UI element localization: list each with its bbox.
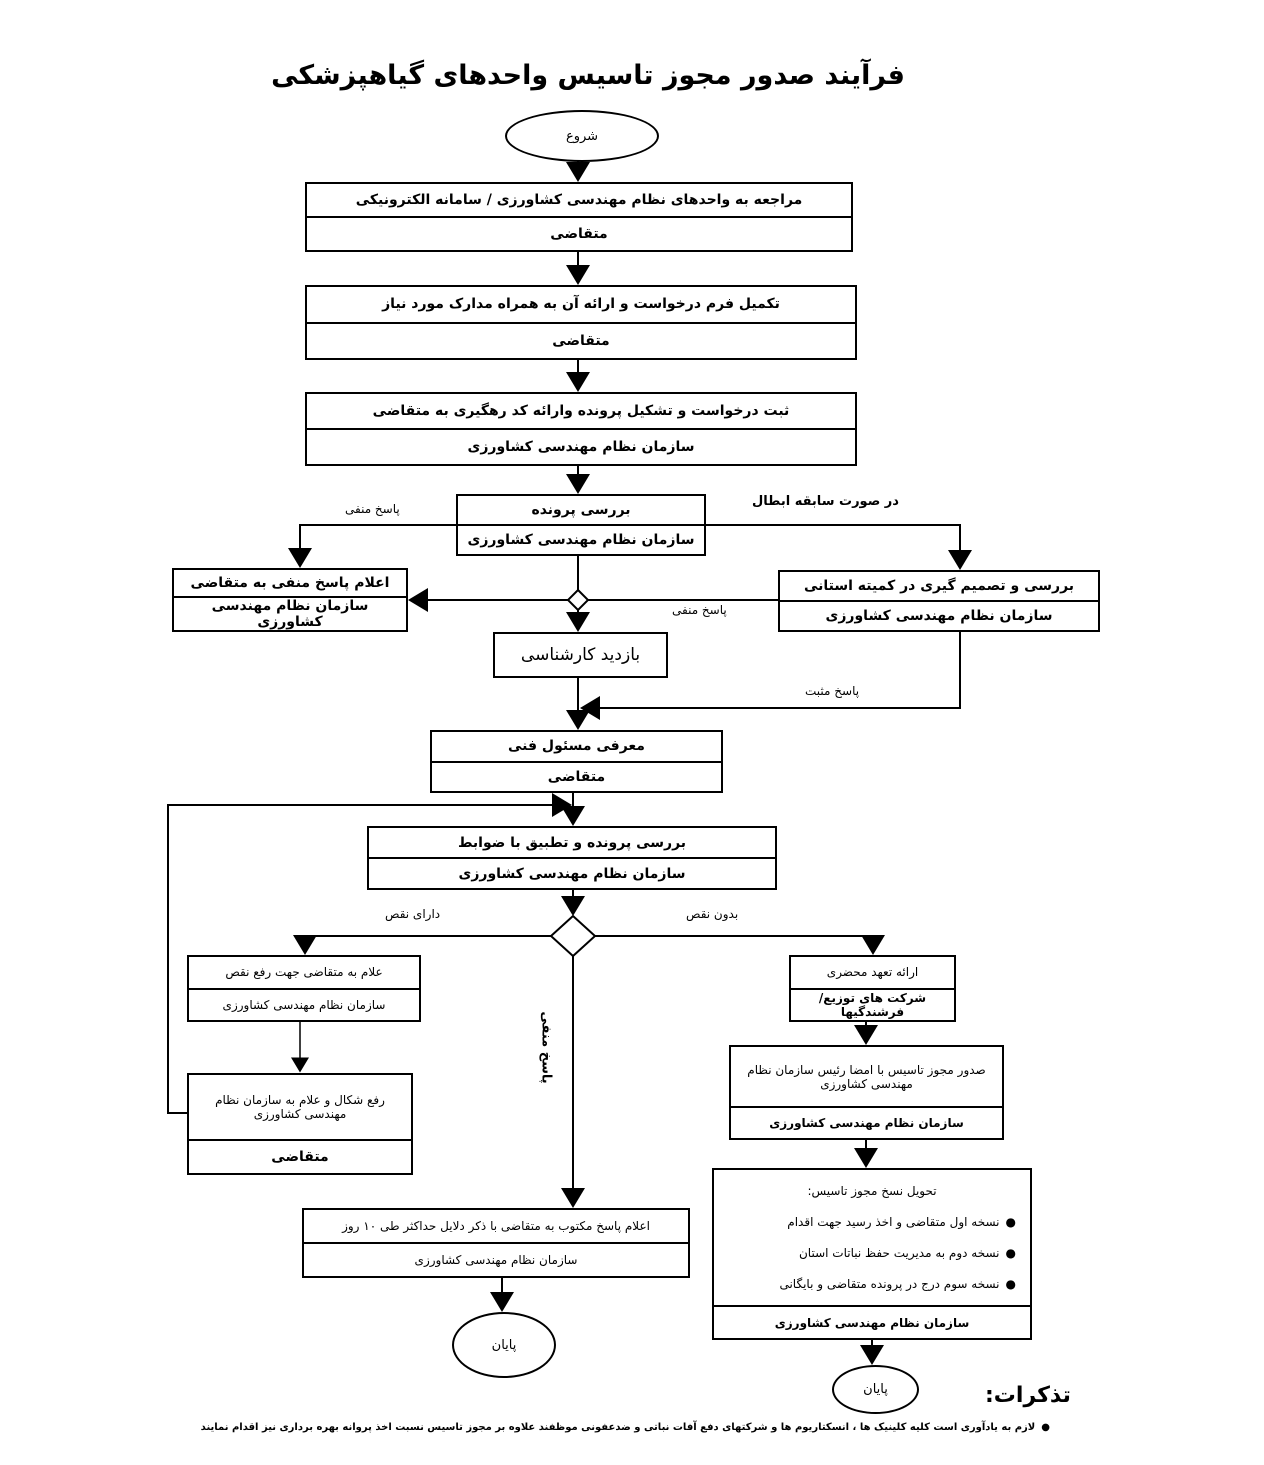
step-actor: متقاضی xyxy=(432,760,721,792)
step-actor: متقاضی xyxy=(189,1139,411,1173)
step-action: معرفی مسئول فنی xyxy=(508,738,645,755)
step-defect-notice: علام به متقاضی جهت رفع نقص سازمان نظام م… xyxy=(187,955,421,1022)
decision-diamond-small xyxy=(566,588,590,612)
step-action: اعلام پاسخ منفی به متقاضی xyxy=(190,575,390,591)
step-action: بررسی و تصمیم گیری در کمیته استانی xyxy=(803,578,1075,594)
step-referral: مراجعه به واحدهای نظام مهندسی کشاورزی / … xyxy=(305,182,853,252)
list-item: ●نسخه اول متقاضی و اخذ رسید جهت اقدام xyxy=(787,1215,1016,1230)
step-action: مراجعه به واحدهای نظام مهندسی کشاورزی / … xyxy=(355,192,803,208)
page-title: فرآیند صدور مجوز تاسیس واحدهای گیاهپزشکی xyxy=(271,60,905,91)
edge-label-negative: پاسخ منفی xyxy=(672,603,727,617)
step-actor: سازمان نظام مهندسی کشاورزی xyxy=(307,428,855,464)
step-actor: سازمان نظام مهندسی کشاورزی xyxy=(780,600,1098,630)
step-actor: متقاضی xyxy=(307,216,851,250)
step-notarized-commitment: ارائه تعهد محضری شرکت های توزیع/فرشندگیه… xyxy=(789,955,956,1022)
step-action: اعلام پاسخ مکتوب به متقاضی با ذکر دلایل … xyxy=(342,1219,650,1233)
step-action-list: تحویل نسخ مجوز تاسیس: ●نسخه اول متقاضی و… xyxy=(714,1170,1030,1305)
arrow xyxy=(595,935,885,955)
decision-diamond xyxy=(549,914,597,958)
step-action: بررسی پرونده xyxy=(531,502,631,518)
step-actor: سازمان نظام مهندسی کشاورزی xyxy=(714,1305,1030,1338)
edge-label-positive: پاسخ مثبت xyxy=(805,684,860,698)
step-action: بازدید کارشناسی xyxy=(520,645,641,665)
step-deliver-copies: تحویل نسخ مجوز تاسیس: ●نسخه اول متقاضی و… xyxy=(712,1168,1032,1340)
step-action: تحویل نسخ مجوز تاسیس: xyxy=(807,1184,937,1199)
step-expert-visit: بازدید کارشناسی xyxy=(493,632,668,678)
step-actor: متقاضی xyxy=(307,321,855,359)
notes-title: تذکرات: xyxy=(985,1383,1071,1408)
arrow xyxy=(288,524,456,568)
step-actor: سازمان نظام مهندسی کشاورزی xyxy=(458,524,704,554)
step-actor: سازمان نظام مهندسی کشاورزی xyxy=(369,857,775,888)
edge-label-revocation: در صورت سابقه ابطال xyxy=(752,494,899,509)
note-item: ●لازم به یادآوری است کلیه کلینیک ها ، ان… xyxy=(200,1422,1050,1433)
step-issue-permit: صدور مجوز تاسیس با امضا رئیس سازمان نظام… xyxy=(729,1045,1004,1140)
step-action: صدور مجوز تاسیس با امضا رئیس سازمان نظام… xyxy=(747,1062,986,1091)
step-actor: سازمان نظام مهندسی کشاورزی xyxy=(189,987,419,1021)
step-registration: ثبت درخواست و تشکیل پرونده وارائه کد رهگ… xyxy=(305,392,857,466)
step-actor: شرکت های توزیع/فرشندگیها xyxy=(791,987,954,1021)
step-negative-notice: اعلام پاسخ منفی به متقاضی سازمان نظام مه… xyxy=(172,568,408,632)
step-file-review: بررسی پرونده سازمان نظام مهندسی کشاورزی xyxy=(456,494,706,556)
step-technical-manager: معرفی مسئول فنی متقاضی xyxy=(430,730,723,793)
arrow xyxy=(580,632,961,720)
step-action: ارائه تعهد محضری xyxy=(826,965,919,980)
edge-label-negative-vertical: پاسخ منفی xyxy=(538,1011,554,1084)
step-application-form: تکمیل فرم درخواست و ارائه آن به همراه مد… xyxy=(305,285,857,360)
step-action: بررسی پرونده و تطبیق با ضوابط xyxy=(457,834,687,851)
arrow xyxy=(293,935,551,955)
end-node-left: پایان xyxy=(452,1312,556,1378)
step-action: ثبت درخواست و تشکیل پرونده وارائه کد رهگ… xyxy=(372,403,790,419)
loop-arrow xyxy=(167,793,572,1114)
arrow xyxy=(706,524,972,570)
list-item: ●نسخه سوم درج در پرونده متقاضی و بایگانی xyxy=(779,1276,1016,1291)
step-actor: سازمان نظام مهندسی کشاورزی xyxy=(731,1106,1002,1138)
step-actor: سازمان نظام مهندسی کشاورزی xyxy=(304,1242,688,1276)
list-item: ●نسخه دوم به مدیریت حفظ نباتات استان xyxy=(798,1245,1016,1260)
edge-label-no-defect: بدون نقص xyxy=(686,907,739,921)
edge-label-has-defect: دارای نقص xyxy=(385,907,441,921)
step-actor: سازمان نظام مهندسی کشاورزی xyxy=(174,596,406,630)
edge-label-negative: پاسخ منفی xyxy=(345,502,400,516)
step-action: علام به متقاضی جهت رفع نقص xyxy=(225,965,383,980)
step-compliance-review: بررسی پرونده و تطبیق با ضوابط سازمان نظا… xyxy=(367,826,777,890)
step-written-response: اعلام پاسخ مکتوب به متقاضی با ذکر دلایل … xyxy=(302,1208,690,1278)
step-fix-defects: رفع شکال و علام به سازمان نظام مهندسی کش… xyxy=(187,1073,413,1175)
end-node-right: پایان xyxy=(832,1365,919,1414)
step-provincial-committee: بررسی و تصمیم گیری در کمیته استانی سازما… xyxy=(778,570,1100,632)
step-action: تکمیل فرم درخواست و ارائه آن به همراه مد… xyxy=(382,296,780,313)
step-action: رفع شکال و علام به سازمان نظام مهندسی کش… xyxy=(215,1093,385,1121)
start-node: شروع xyxy=(505,110,659,162)
